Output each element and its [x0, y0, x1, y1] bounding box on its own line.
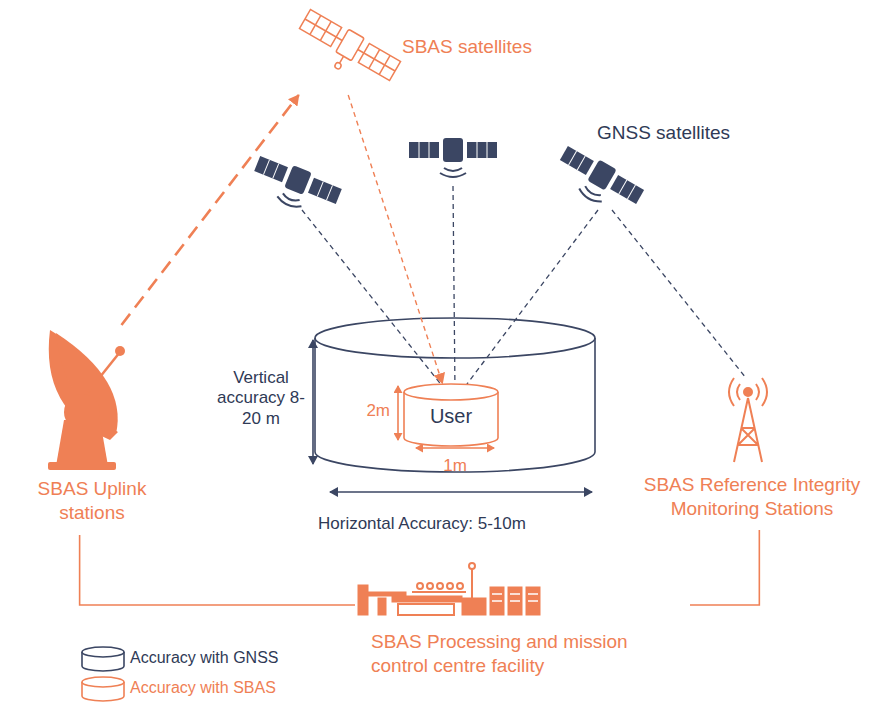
legend-samples — [82, 647, 124, 701]
annotation-label: GNSS satellites — [597, 122, 797, 145]
legend-text: Accuracy with SBAS — [130, 679, 276, 697]
connector — [348, 95, 442, 383]
vertical-dimension — [312, 340, 314, 464]
reference-tower-icon — [729, 378, 767, 462]
connector — [80, 535, 355, 605]
labelled-station: SBAS satellites — [290, 5, 581, 95]
legend-sample — [82, 647, 124, 671]
station-label: SBAS Reference Integrity Monitoring Stat… — [618, 473, 886, 521]
labelled-station: SBAS Uplink stations — [12, 325, 173, 535]
legend-sample — [82, 677, 124, 701]
gnss-accuracy-cylinder — [315, 318, 595, 472]
sbas-horizontal-dimension — [416, 447, 494, 449]
gnss-signal-lines — [302, 186, 746, 392]
legend-text: Accuracy with GNSS — [130, 649, 278, 667]
annotation-label: 2m — [350, 401, 390, 421]
station-label: SBAS Processing and mission control cent… — [371, 630, 687, 678]
sbas-vertical-dimension — [397, 386, 399, 440]
annotation-label: Horizontal Accuracy: 5-10m — [318, 514, 608, 534]
connector — [690, 530, 759, 605]
uplink-dish-icon — [48, 330, 125, 470]
horizontal-dimension — [330, 491, 592, 493]
gnss-satellite-icons — [247, 138, 646, 222]
user-cylinder: User — [402, 382, 503, 448]
labelled-station: SBAS Processing and mission control cent… — [355, 560, 690, 690]
station-label: SBAS Uplink stations — [14, 477, 170, 525]
sbas-satellite-icon — [291, 8, 401, 95]
annotation-label: 1m — [425, 456, 485, 476]
labelled-station: SBAS Reference Integrity Monitoring Stat… — [612, 380, 890, 530]
processing-building-icon — [358, 563, 540, 615]
annotation-label: Vertical accuracy 8-20 m — [215, 368, 307, 429]
station-label: SBAS satellites — [402, 35, 578, 59]
node-label: User — [402, 404, 500, 429]
connector — [121, 95, 298, 325]
